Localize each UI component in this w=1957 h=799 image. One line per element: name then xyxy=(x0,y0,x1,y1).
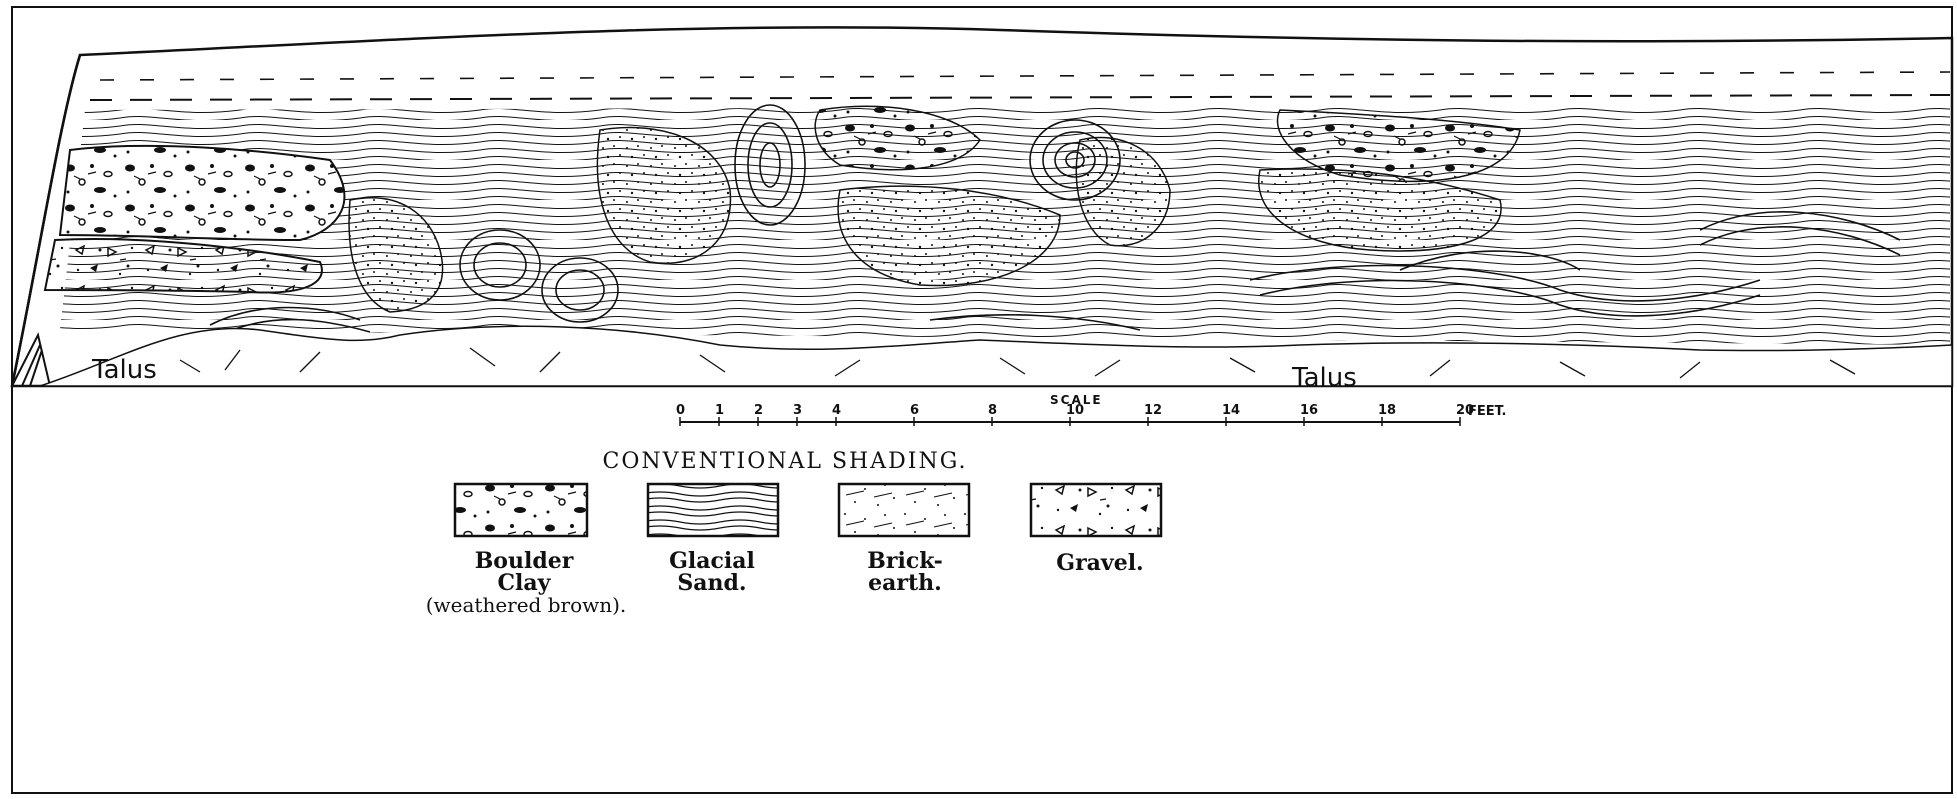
scale-tick-label: 8 xyxy=(988,403,997,418)
legend-swatch-gravel xyxy=(1031,484,1161,536)
legend-label-boulder-clay-3: (weathered brown). xyxy=(426,593,627,617)
scale-tick-label: 18 xyxy=(1378,403,1396,418)
talus-label-right: Talus xyxy=(1291,363,1357,393)
legend-swatch-brick-earth xyxy=(839,484,969,536)
legend-heading: CONVENTIONAL SHADING. xyxy=(603,449,968,474)
scale-tick-label: 12 xyxy=(1144,403,1162,418)
scale-tick-label: 2 xyxy=(754,403,763,418)
scale-tick-label: 3 xyxy=(793,403,802,418)
legend-swatch-glacial-sand xyxy=(648,484,778,536)
legend-label-brick-earth-2: earth. xyxy=(868,570,942,596)
scale-tick-label: 6 xyxy=(910,403,919,418)
cliff-section: Talus Talus xyxy=(12,27,1952,393)
legend: CONVENTIONAL SHADING. Boulder Clay (weat… xyxy=(426,449,1161,617)
scale-tick-label: 10 xyxy=(1066,403,1084,418)
legend-swatch-boulder-clay xyxy=(455,484,587,536)
scale-tick-label: 14 xyxy=(1222,403,1240,418)
scale-tick-label: 16 xyxy=(1300,403,1318,418)
legend-label-gravel: Gravel. xyxy=(1056,550,1143,576)
scale-tick-label: 1 xyxy=(715,403,724,418)
scale-unit: FEET. xyxy=(1468,404,1506,419)
legend-label-glacial-sand-2: Sand. xyxy=(677,570,746,596)
talus-label-left: Talus xyxy=(91,355,157,385)
scale-tick-label: 0 xyxy=(676,403,685,418)
scale-tick-label: 4 xyxy=(832,403,841,418)
